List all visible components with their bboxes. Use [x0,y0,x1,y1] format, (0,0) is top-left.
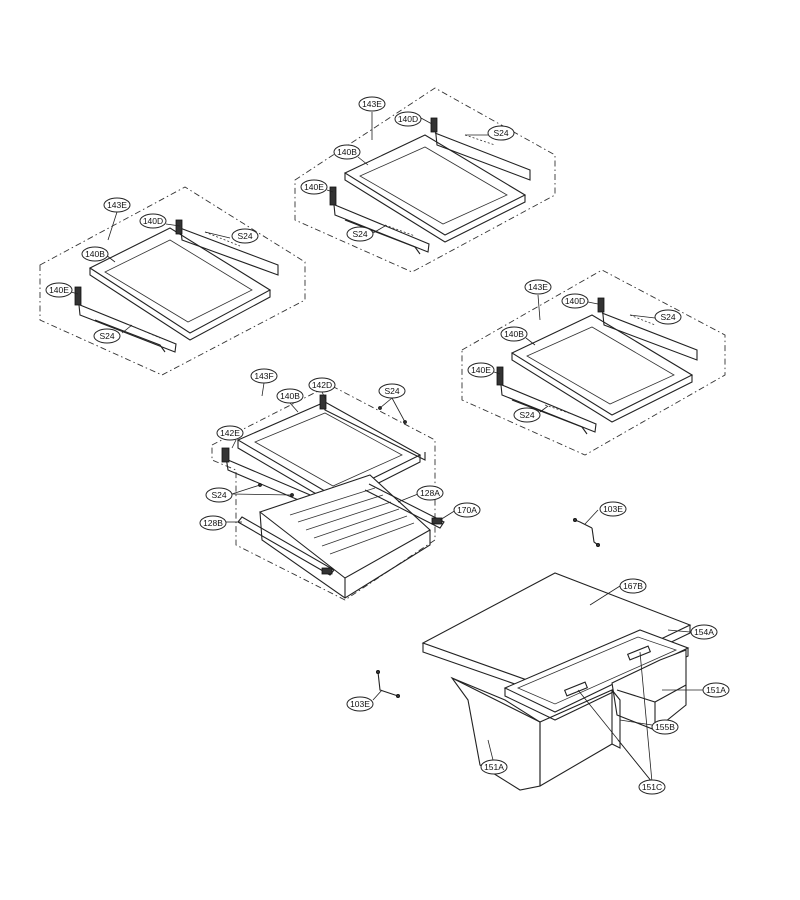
svg-text:143F: 143F [254,371,273,381]
bin-151a-left [450,676,541,791]
svg-text:140E: 140E [49,285,69,295]
svg-text:151C: 151C [642,782,662,792]
handle-151c-left [563,681,589,697]
rail-140e-right [496,366,504,386]
callout-d-142d: 142D [308,377,336,393]
callout-labels: 143E 140D 140B 140E S24 S24 143E 140D 14… [45,96,730,795]
shelf-assembly-top [294,87,556,273]
callout-d-s24-a: S24 [378,383,406,399]
svg-text:167B: 167B [623,581,643,591]
callout-c-140b: 140B [500,326,528,342]
svg-text:170A: 170A [457,505,477,515]
svg-text:151A: 151A [706,685,726,695]
callout-b-s24-a: S24 [487,125,515,141]
svg-text:140B: 140B [337,147,357,157]
svg-text:140E: 140E [471,365,491,375]
svg-text:140B: 140B [504,329,524,339]
bracket-142e [221,447,230,463]
svg-text:143E: 143E [107,200,127,210]
svg-text:S24: S24 [493,128,508,138]
callout-c-s24-b: S24 [513,407,541,423]
callout-c-140e: 140E [467,362,495,378]
svg-text:143E: 143E [528,282,548,292]
shelf-assembly-left [39,186,306,376]
group-outline-143e-top [294,87,556,273]
group-outline-143e-left [39,186,306,376]
svg-text:140D: 140D [143,216,163,226]
callout-b-140e: 140E [300,179,328,195]
svg-text:155B: 155B [655,722,675,732]
svg-text:S24: S24 [99,331,114,341]
callout-b-143e: 143E [358,96,386,112]
bracket-140d-left [175,219,183,235]
rail-140e-left [74,286,82,306]
svg-text:S24: S24 [352,229,367,239]
callout-b-140b: 140B [333,144,361,160]
svg-text:143E: 143E [362,99,382,109]
svg-text:103E: 103E [350,699,370,709]
callout-e-167b: 167B [619,578,647,594]
bracket-140d-right [597,297,605,313]
group-outline-143e-right [461,269,726,456]
svg-text:S24: S24 [519,410,534,420]
callout-d-143f: 143F [250,368,278,384]
svg-text:S24: S24 [660,312,675,322]
callout-e-103e-right: 103E [599,501,627,517]
callout-b-s24-b: S24 [346,226,374,242]
bracket-140d-top [430,117,438,133]
callout-a-s24-b: S24 [93,328,121,344]
svg-text:S24: S24 [237,231,252,241]
callout-d-s24-b: S24 [205,487,233,503]
svg-text:140B: 140B [280,391,300,401]
shelf-assembly-right [461,269,726,456]
callout-c-140d: 140D [561,293,589,309]
fastener-103e-left [377,671,399,697]
svg-text:S24: S24 [384,386,399,396]
svg-text:128B: 128B [203,518,223,528]
callout-e-154a: 154A [690,624,718,640]
rail-end-170a [431,517,443,525]
svg-text:142E: 142E [220,428,240,438]
fastener-103e-right [574,519,593,529]
bracket-142d [319,394,327,410]
callout-d-128b: 128B [199,515,227,531]
callout-a-140b: 140B [81,246,109,262]
callout-e-151a-right: 151A [702,682,730,698]
svg-text:140E: 140E [304,182,324,192]
callout-d-128a: 128A [416,485,444,501]
rail-140e-top [329,186,337,206]
callout-e-103e-left: 103E [346,696,374,712]
svg-text:128A: 128A [420,488,440,498]
slide-rail-128b [237,516,335,576]
bin-assembly [372,509,703,791]
svg-text:140D: 140D [565,296,585,306]
callout-e-151a-left: 151A [480,759,508,775]
callout-a-140e: 140E [45,282,73,298]
callout-a-140d: 140D [139,213,167,229]
svg-text:154A: 154A [694,627,714,637]
callout-a-s24-a: S24 [231,228,259,244]
drawer-assembly [211,382,457,601]
callout-c-143e: 143E [524,279,552,295]
divider-155b [611,689,621,749]
svg-text:142D: 142D [312,380,332,390]
callout-d-142e: 142E [216,425,244,441]
callout-a-143e: 143E [103,197,131,213]
svg-text:S24: S24 [211,490,226,500]
svg-text:103E: 103E [603,504,623,514]
callout-d-170a: 170A [453,502,481,518]
group-outline-143f [211,384,436,601]
svg-text:151A: 151A [484,762,504,772]
slide-rail-128a [364,483,445,529]
callout-d-140b: 140B [276,388,304,404]
callout-e-155b: 155B [651,719,679,735]
svg-text:140D: 140D [398,114,418,124]
callout-b-140d: 140D [394,111,422,127]
bin-151a-right [611,649,687,731]
callout-e-151c: 151C [638,779,666,795]
svg-text:140B: 140B [85,249,105,259]
callout-c-s24-a: S24 [654,309,682,325]
